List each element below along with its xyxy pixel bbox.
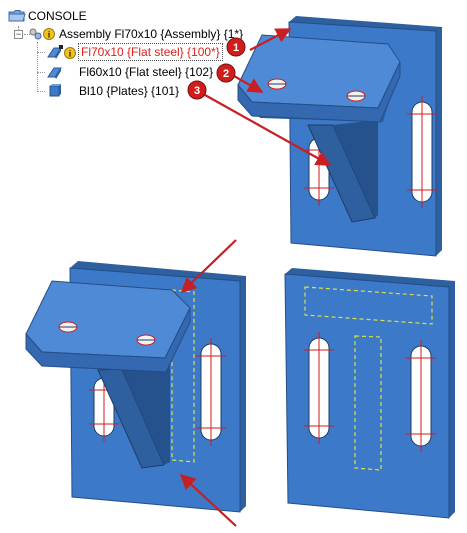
callout-3: 3 xyxy=(187,80,207,100)
assembly-view-partial xyxy=(25,261,246,513)
flat-steel-icon: i xyxy=(47,45,76,59)
dashed-outline xyxy=(304,286,433,325)
plate-view xyxy=(284,268,455,519)
arrow-2 xyxy=(233,75,264,93)
feature-tree: CONSOLE − i Assembly Fl70x10 {Assembly} … xyxy=(0,0,300,100)
assembly-view-complete xyxy=(237,16,442,257)
tree-line xyxy=(37,42,38,92)
callout-2: 2 xyxy=(216,63,236,83)
callout-1: 1 xyxy=(226,37,246,57)
svg-text:i: i xyxy=(69,49,72,59)
arrow-3 xyxy=(204,94,332,166)
tree-line xyxy=(37,91,45,92)
tree-toggle-collapse[interactable]: − xyxy=(14,29,23,39)
svg-text:1: 1 xyxy=(233,42,239,54)
arrow-1 xyxy=(249,28,292,51)
flat-steel-icon xyxy=(47,67,62,79)
svg-text:3: 3 xyxy=(194,85,200,97)
assembly-icon: i xyxy=(29,28,55,40)
tree-root-console[interactable]: CONSOLE xyxy=(8,7,89,25)
svg-text:i: i xyxy=(48,30,51,40)
tree-item-fl60x10[interactable]: Fl60x10 {Flat steel} {102} xyxy=(46,63,215,81)
annotation-arrows xyxy=(179,28,332,527)
tree-line xyxy=(24,34,32,35)
tree-item-label: Bl10 {Plates} {101} xyxy=(79,84,180,98)
dashed-outline xyxy=(354,335,382,471)
svg-text:2: 2 xyxy=(223,68,229,80)
tree-item-label: Fl70x10 {Flat steel} {100*} xyxy=(78,43,223,61)
flat-top-face xyxy=(237,34,401,109)
folder-icon xyxy=(8,10,26,22)
tree-item-label: Assembly Fl70x10 {Assembly} {1*} xyxy=(59,27,244,41)
tree-item-fl70x10[interactable]: i Fl70x10 {Flat steel} {100*} xyxy=(46,43,223,61)
plate-icon xyxy=(49,84,61,97)
tree-item-assembly[interactable]: i Assembly Fl70x10 {Assembly} {1*} xyxy=(27,25,245,43)
tree-line xyxy=(37,52,45,53)
arrow-plate-top xyxy=(180,239,237,294)
tree-root-label: CONSOLE xyxy=(28,9,87,23)
tree-item-label: Fl60x10 {Flat steel} {102} xyxy=(79,65,214,79)
tree-line xyxy=(37,72,45,73)
arrow-plate-bottom xyxy=(179,473,237,527)
tree-item-bl10[interactable]: Bl10 {Plates} {101} xyxy=(46,82,181,100)
